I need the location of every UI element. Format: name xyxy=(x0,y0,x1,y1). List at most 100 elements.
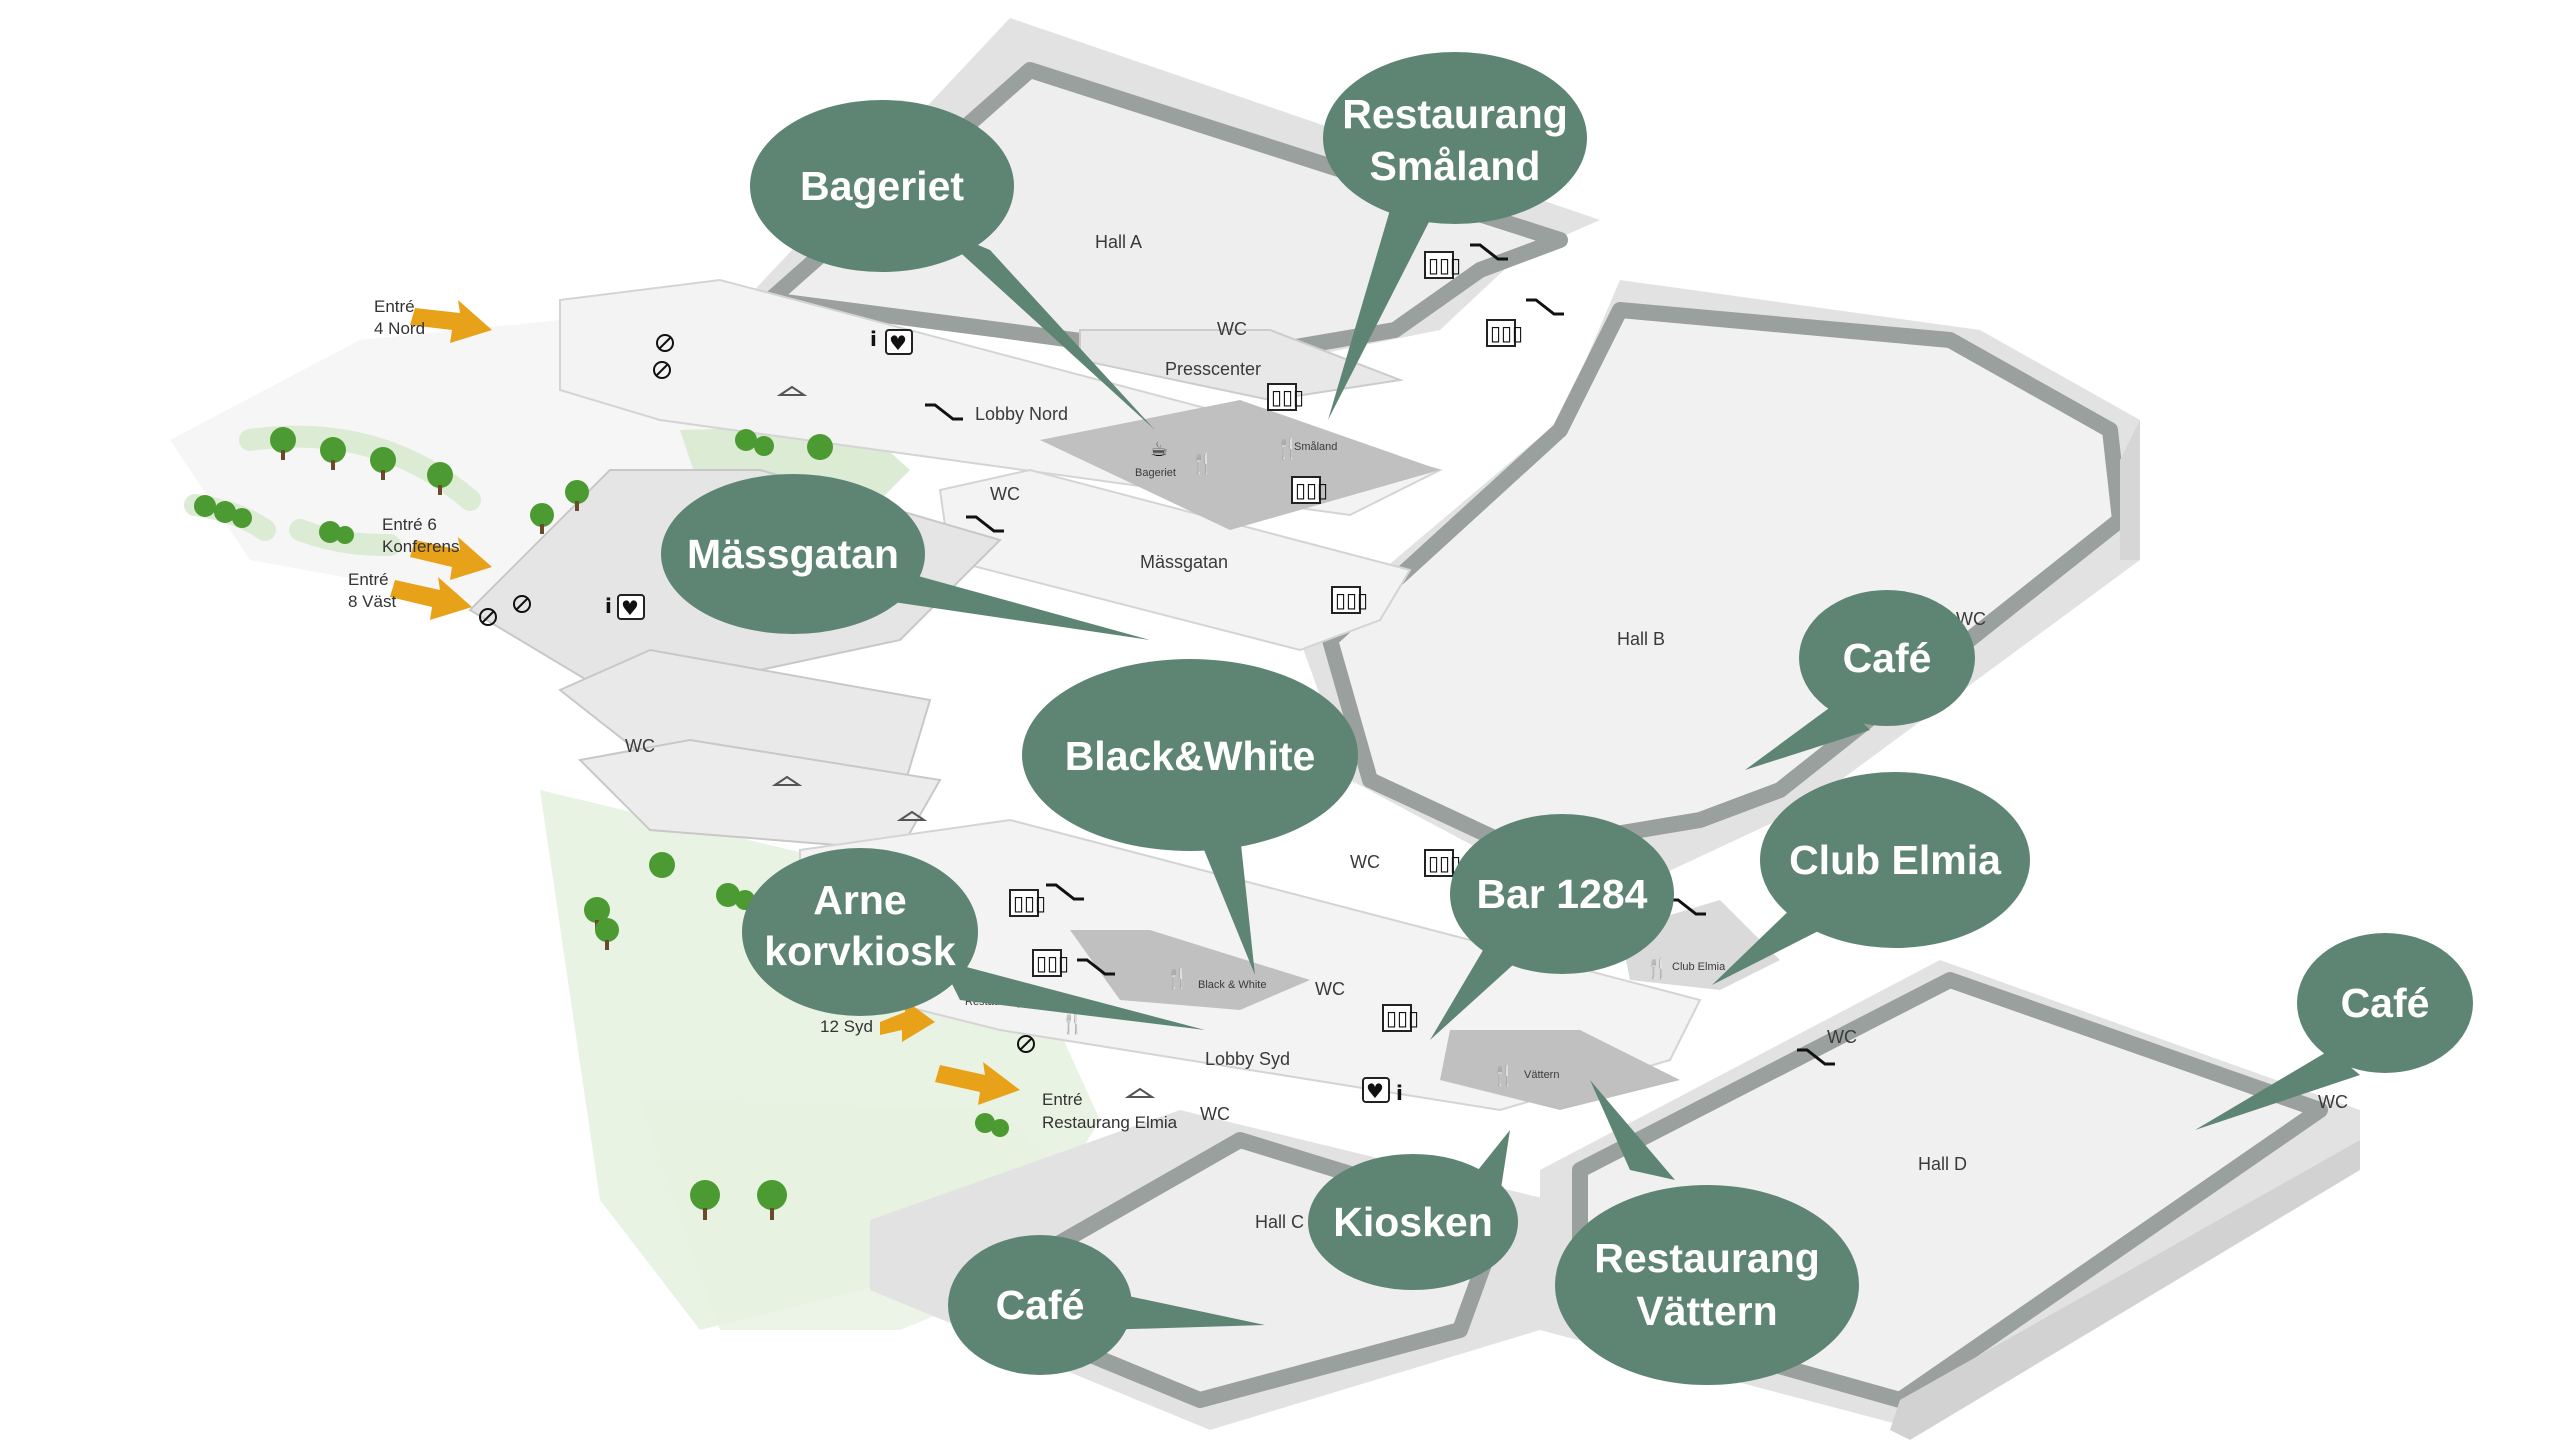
svg-text:▯▯▯: ▯▯▯ xyxy=(1036,951,1069,975)
tree-icon xyxy=(757,1180,787,1220)
tree-icon xyxy=(319,521,354,544)
tree-icon xyxy=(735,429,774,456)
cafe-hall-b-callout-label: Café xyxy=(1843,635,1932,681)
tree-icon xyxy=(530,503,554,534)
entrance-4-label-1: Entré xyxy=(374,297,415,316)
svg-text:🍴: 🍴 xyxy=(1645,956,1670,980)
hall-b-side xyxy=(2120,420,2140,560)
svg-text:🍴: 🍴 xyxy=(1165,966,1190,990)
fork-knife-icon: 🍴 xyxy=(1190,451,1215,475)
svg-text:▯▯▯: ▯▯▯ xyxy=(1386,1006,1419,1030)
wc-south-label: WC xyxy=(1200,1104,1230,1124)
entrance-arrow-12 xyxy=(880,1000,935,1042)
smaland-callout[interactable]: Restaurang Småland xyxy=(1323,52,1587,420)
entrance-6-label-1: Entré 6 xyxy=(382,515,437,534)
kiosken-callout[interactable]: Kiosken xyxy=(1308,1130,1518,1290)
hall-b xyxy=(1300,280,2140,880)
black-white-callout-bubble xyxy=(1022,659,1358,851)
tree-icon xyxy=(595,918,619,950)
tree-icon xyxy=(194,495,252,528)
entrance-6-label-2: Konferens xyxy=(382,537,460,556)
bageriet-callout-bubble xyxy=(750,100,1014,272)
black-white-callout-tail xyxy=(1200,835,1255,975)
svg-text:▯▯▯: ▯▯▯ xyxy=(1271,385,1304,409)
wc-west-label: WC xyxy=(625,736,655,756)
massgatan-callout-label: Mässgatan xyxy=(687,531,899,577)
cafe-hall-d-callout-bubble xyxy=(2297,933,2473,1073)
bageriet-callout-label: Bageriet xyxy=(800,163,964,209)
tree-icon xyxy=(427,462,453,495)
information-icon: i xyxy=(605,594,612,618)
wc-lobby-syd-label: WC xyxy=(1315,979,1345,999)
hall-b-floor xyxy=(1322,302,2128,858)
black-white-small-label: Black & White xyxy=(1198,979,1266,991)
west-building-floor3 xyxy=(577,738,942,852)
coffee-cup-icon: ☕ xyxy=(1150,437,1168,461)
smaland-callout-bubble xyxy=(1323,52,1587,224)
entrance-labels: Entré 4 Nord Entré 6 Konferens Entré 8 V… xyxy=(348,297,1178,1132)
bageriet-callout[interactable]: Bageriet xyxy=(750,100,1155,430)
escalator-icon xyxy=(1077,958,1115,976)
club-elmia-callout[interactable]: Club Elmia xyxy=(1712,772,2030,985)
elevator-icon: ▯▯▯ xyxy=(1009,889,1046,917)
defibrillator-icon: ♥ xyxy=(617,594,645,620)
tree-icon xyxy=(690,1180,720,1220)
hall-a-label: Hall A xyxy=(1095,232,1142,252)
vattern-callout-label-2: Vättern xyxy=(1636,1288,1777,1334)
club-elmia-callout-bubble xyxy=(1760,772,2030,948)
svg-text:🍴: 🍴 xyxy=(1491,1063,1516,1087)
black-white-callout[interactable]: Black&White xyxy=(1022,659,1358,975)
bar-1284-callout[interactable]: Bar 1284 xyxy=(1430,814,1674,1040)
escalator-icon xyxy=(1046,883,1084,901)
cafe-hall-d-callout[interactable]: Café xyxy=(2195,933,2473,1130)
tree-icon xyxy=(320,437,346,470)
fork-knife-icon: 🍴 xyxy=(1491,1063,1516,1087)
svg-text:♥: ♥ xyxy=(621,596,639,620)
wc-massgatan-label: WC xyxy=(990,484,1020,504)
cafe-hall-b-callout-bubble xyxy=(1799,590,1975,726)
entrance-8-label-2: 8 Väst xyxy=(348,592,396,611)
arne-callout[interactable]: Arne korvkiosk xyxy=(742,848,1205,1030)
elevator-icon: ▯▯▯ xyxy=(1032,949,1069,977)
svg-text:i: i xyxy=(870,327,877,351)
escalator-icon xyxy=(966,515,1004,533)
bar-1284-callout-label: Bar 1284 xyxy=(1477,871,1648,917)
hall-d-label: Hall D xyxy=(1918,1154,1967,1174)
escalator-icon xyxy=(1526,298,1564,316)
escalator-icon xyxy=(925,403,963,421)
smaland-callout-label-1: Restaurang xyxy=(1342,91,1568,137)
svg-text:▯▯▯: ▯▯▯ xyxy=(1013,891,1046,915)
entrance-arrow-4 xyxy=(410,300,492,343)
vattern-callout[interactable]: Restaurang Vättern xyxy=(1555,1080,1859,1385)
vattern-callout-tail xyxy=(1590,1080,1675,1180)
cafe-hall-b-callout[interactable]: Café xyxy=(1745,590,1975,770)
no-smoking-icon xyxy=(479,608,497,626)
vattern-callout-bubble xyxy=(1555,1185,1859,1385)
entrance-arrow-elmia xyxy=(935,1062,1020,1105)
vattern-small-label: Vättern xyxy=(1524,1069,1559,1081)
svg-text:▯▯▯: ▯▯▯ xyxy=(1295,478,1328,502)
bar-1284-callout-bubble xyxy=(1450,814,1674,974)
svg-text:♥: ♥ xyxy=(889,331,907,355)
elevator-icon: ▯▯▯ xyxy=(1424,251,1461,279)
svg-text:▯▯▯: ▯▯▯ xyxy=(1428,253,1461,277)
massgatan-callout[interactable]: Mässgatan xyxy=(661,474,1150,640)
entrance-arrow-6 xyxy=(410,537,492,580)
arne-callout-label-2: korvkiosk xyxy=(764,928,956,974)
presscenter-label: Presscenter xyxy=(1165,359,1261,379)
tree-icon xyxy=(975,1113,1009,1137)
hall-d-side xyxy=(1890,1140,2360,1440)
facility-icons: i ♥ i ♥ ♥ i ▯▯▯ ▯▯▯ ▯▯▯ ▯▯▯ ▯▯▯ ▯▯▯ ▯▯▯ … xyxy=(479,243,1835,1105)
defibrillator-icon: ♥ xyxy=(885,329,913,355)
no-smoking-icon xyxy=(1017,1035,1035,1053)
cafe-hall-d-callout-label: Café xyxy=(2341,980,2430,1026)
entrance-elmia-label-1: Entré xyxy=(1042,1090,1083,1109)
massgatan-label: Mässgatan xyxy=(1140,552,1228,572)
club-elmia-callout-label: Club Elmia xyxy=(1789,837,2002,883)
cafe-hall-c-callout[interactable]: Café xyxy=(948,1235,1265,1375)
cafe-hall-c-callout-label: Café xyxy=(996,1282,1085,1328)
wc-presscenter-label: WC xyxy=(1217,319,1247,339)
entrance-8-label-1: Entré xyxy=(348,570,389,589)
cafe-hall-d-callout-tail xyxy=(2195,1050,2360,1130)
